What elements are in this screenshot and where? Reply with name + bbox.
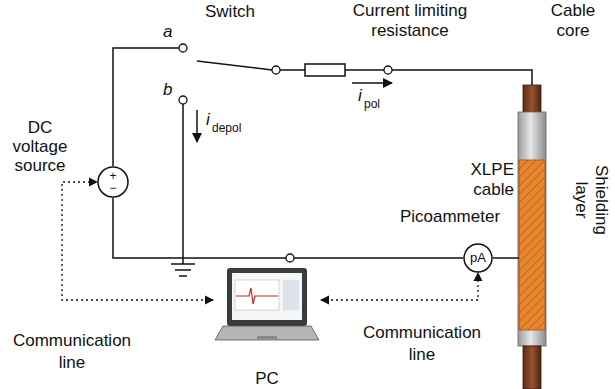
terminals [179,44,392,262]
current-symbol: i [358,86,362,106]
pc-label: PC [255,370,279,388]
terminal-label: b [163,80,172,100]
cable-core [523,346,541,389]
communication-line [321,273,478,300]
terminal-label: a [163,22,172,42]
wire [345,69,384,71]
screen-plot [235,280,279,310]
terminal [179,44,187,52]
screen-panel [283,280,299,310]
wire [280,69,305,71]
resistor-label: Current limiting resistance [335,1,485,41]
laptop-base [215,326,319,340]
ground-symbol [182,258,184,264]
voltage-source: +− [97,166,129,198]
terminal [179,96,187,104]
communication-label: Communication line [356,322,488,366]
current-arrow [196,110,198,142]
circle-outline [98,167,128,197]
insulation [518,112,546,346]
symbol-text: − [109,182,116,194]
ground-symbol [175,269,191,271]
cable-label: XLPE cable [426,160,514,200]
wire [493,257,519,259]
laptop-lid [227,268,307,326]
wire [182,104,184,258]
current-subscript: depol [212,121,241,135]
terminal [286,254,294,262]
pc-laptop: PC [213,266,321,388]
switch-label: Switch [205,2,255,22]
current-symbol: i [206,110,210,130]
touchpad [257,336,277,339]
symbol-text: + [109,170,116,182]
source-label: DC voltage source [4,118,76,175]
terminal [384,66,392,74]
picoammeter-label: Picoammeter [395,207,505,227]
shielding-layer [519,160,545,330]
communication-line [62,182,213,300]
xlpe-cable [518,85,546,389]
current-arrow [352,82,392,84]
laptop-screen [232,273,302,320]
current-subscript: pol [364,97,380,111]
wire [113,48,179,166]
circle-outline [464,244,492,272]
resistor-symbol [305,64,345,76]
communication-label: Communication line [6,330,138,374]
wire [392,70,532,85]
switch-blade [197,61,272,70]
picoammeter-circle: pA [463,243,493,273]
laptop-icon [213,266,321,354]
wires [113,48,532,276]
ground-symbol [179,275,187,277]
cable-core [523,85,541,113]
screen-waveform [236,288,278,304]
terminal [272,66,280,74]
shielding-label: Shielding layer [571,150,611,250]
cable-core-label: Cable core [540,1,606,41]
symbol-text: pA [470,251,486,265]
